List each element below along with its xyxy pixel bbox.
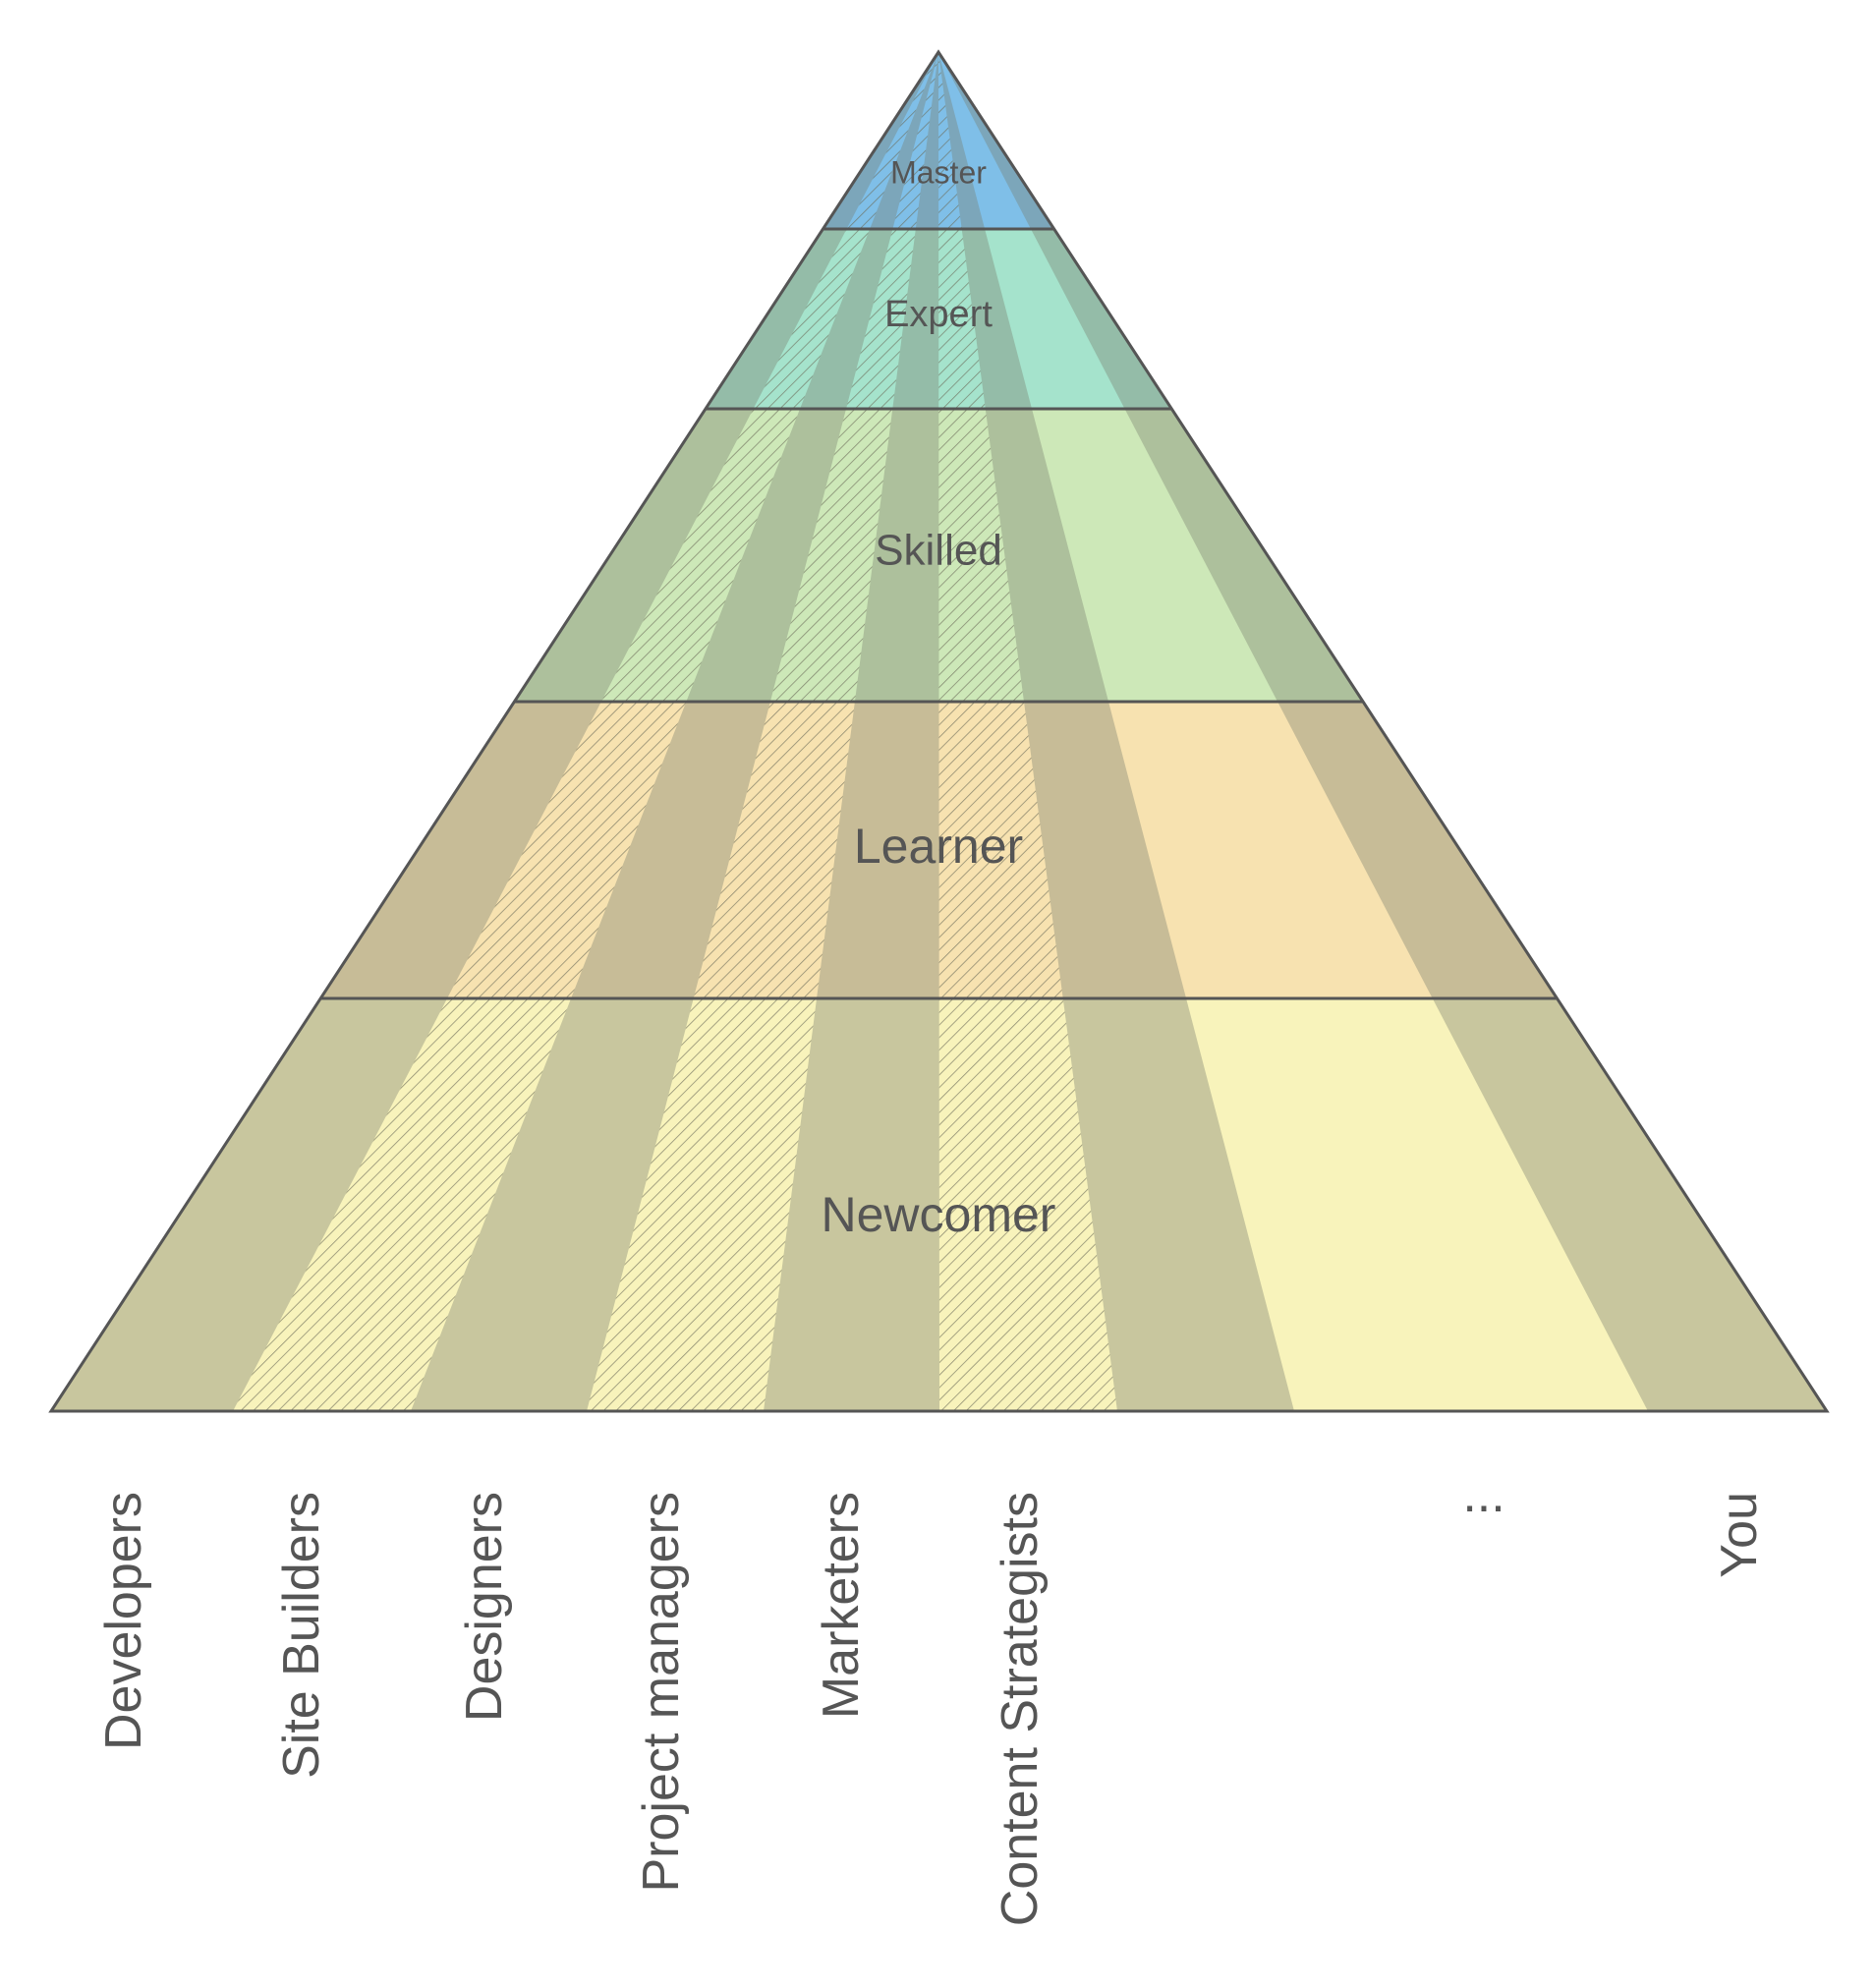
level-label-expert: Expert (884, 294, 993, 335)
tier-band-expert (705, 229, 1172, 409)
role-column-3 (587, 52, 938, 1411)
role-label-3: Project managers (633, 1492, 690, 1893)
level-label-master: Master (890, 154, 987, 190)
role-label-1: Site Builders (273, 1492, 330, 1779)
role-labels: Developers Site Builders Designers Project … (95, 1466, 1768, 1926)
role-column-6 (938, 52, 1294, 1411)
role-label-0: Developers (95, 1492, 152, 1750)
role-column-5 (938, 52, 1117, 1411)
level-label-newcomer: Newcomer (822, 1187, 1056, 1242)
role-column-1 (233, 52, 938, 1411)
pyramid-outline (48, 49, 1830, 1413)
level-label-skilled: Skilled (875, 527, 1002, 575)
role-label-8: You (1711, 1492, 1768, 1578)
role-label-5: Content Strategists (992, 1492, 1049, 1926)
role-column-2 (411, 52, 938, 1411)
role-column-4 (764, 52, 939, 1411)
role-label-7: ... (1462, 1466, 1504, 1523)
tier-divider-lines (319, 227, 1558, 1000)
role-label-2: Designers (456, 1492, 513, 1722)
role-label-4: Marketers (813, 1492, 870, 1719)
level-label-learner: Learner (854, 819, 1023, 874)
